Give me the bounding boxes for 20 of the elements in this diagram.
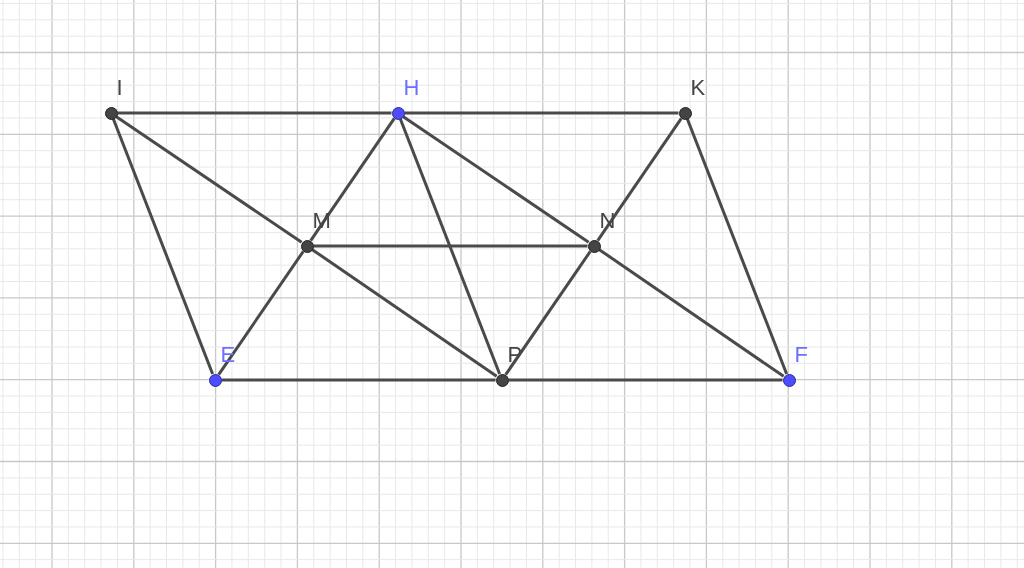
line-segment <box>598 248 785 378</box>
line-segment <box>398 118 502 375</box>
line-segment <box>309 117 396 242</box>
point-label: I <box>116 75 123 100</box>
line-segment <box>115 115 303 244</box>
point-label: F <box>794 342 808 367</box>
line-segment <box>117 111 392 115</box>
line-segment <box>596 117 683 242</box>
line-segment <box>111 118 215 375</box>
line-segment <box>508 378 783 382</box>
line-segment <box>402 115 590 244</box>
line-segment <box>311 248 498 378</box>
point-label: H <box>403 75 420 100</box>
line-segment <box>504 250 592 376</box>
point-label: K <box>690 75 706 100</box>
line-segment <box>221 378 496 382</box>
line-segment <box>685 118 789 375</box>
line-segment <box>404 111 679 115</box>
line-segment <box>217 250 305 376</box>
line-segment <box>313 244 588 248</box>
